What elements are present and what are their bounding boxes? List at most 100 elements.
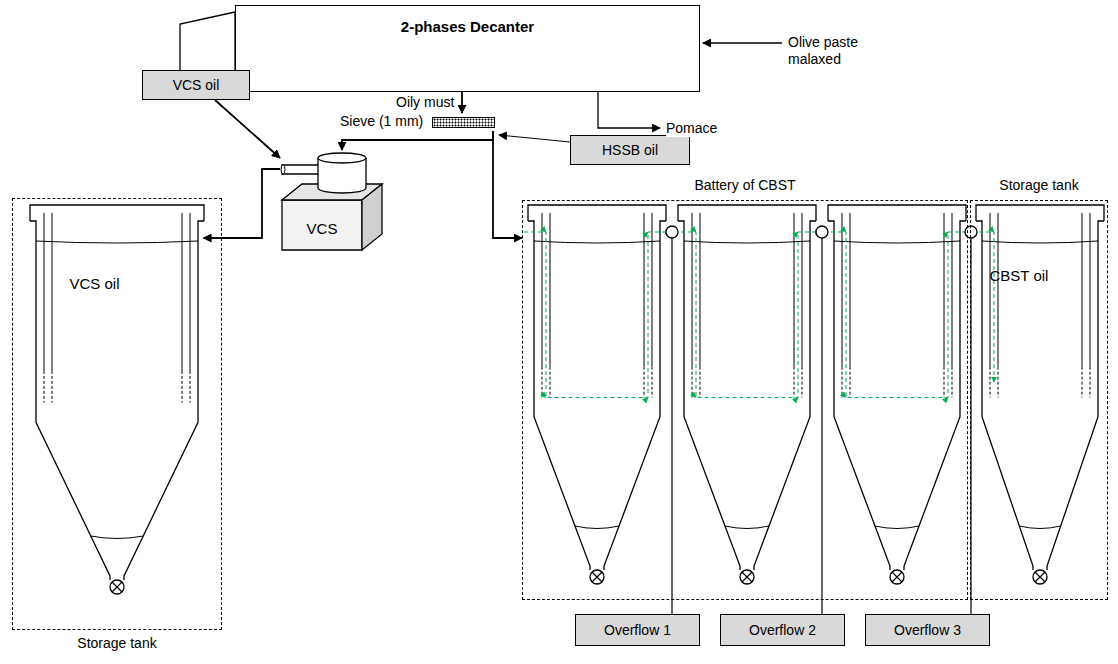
tank-pipe [52,371,53,403]
node-text: VCS oil [173,77,220,94]
node-text: Overflow 3 [894,622,961,639]
tank-pipe [794,367,795,398]
flow-path [674,232,820,398]
tank-pipe [952,367,953,398]
tank-wall [604,221,666,570]
vertical-centrifuge: VCS [280,150,390,250]
pipe-connector [493,131,522,238]
tank-wall [528,221,590,570]
tank-pipe [644,367,645,398]
machine-base [362,184,382,250]
machine-base [282,200,362,250]
node-text: 2-phases Decanter [236,18,699,36]
pomace-arrow [598,92,660,128]
tank-pipe [952,213,953,367]
tank: VCS oil [30,205,204,600]
drain-valve [890,570,904,584]
tank-pipe [998,213,999,367]
liquid-level [684,241,810,243]
node-text: Storage tank [13,635,221,652]
node-text: Battery of CBST [523,177,967,194]
liquid-level [982,241,1098,243]
tank-pipe [692,367,693,398]
node-text: Sieve (1 mm) [340,113,497,130]
tank-rim [828,205,966,221]
tank-wall [904,221,966,570]
tank-pipe [550,367,551,398]
tank-pipe [794,213,795,367]
output-label: Pomace [666,120,717,137]
sediment-level [91,536,144,539]
machine-spout [282,165,320,174]
tank-wall [1047,221,1104,570]
node-text: Overflow 1 [604,622,671,639]
tank-pipe [182,213,183,371]
storage-region: Storage tankVCS oil [12,198,222,630]
tank-pipe [644,213,645,367]
drain-valve [110,580,124,594]
tank-pipe [1082,213,1083,367]
drain-valve [892,572,902,582]
tank-pipe [700,367,701,398]
overflow-point [666,226,678,238]
drain-valve [1033,570,1047,584]
tank-pipe [190,213,191,371]
node-text: CBST oil [990,267,1118,285]
tank-pipe [990,367,991,398]
tank-pipe [44,213,45,371]
sediment-level [1019,526,1060,529]
tank-pipe [944,367,945,398]
flow-path [824,232,970,398]
tank-pipe [802,367,803,398]
tank-pipe [944,213,945,367]
flow-path [524,232,670,398]
drain-valve [112,582,122,592]
callout-box: Overflow 3 [865,614,990,646]
node-text: VCS [282,220,362,238]
drain-valve [590,570,604,584]
machine-spout [281,165,285,174]
tank-rim [678,205,816,221]
node-text: Overflow 2 [749,622,816,639]
sediment-level [725,526,769,529]
liquid-level [36,241,198,243]
edge-label: Oily must [396,94,454,111]
battery-region: Battery of CBST [522,200,968,600]
tank-pipe [842,213,843,367]
liquid-level [534,241,660,243]
tank-pipe [52,213,53,371]
tank-pipe [700,213,701,367]
tank-pipe [692,213,693,367]
machine-bowl [318,153,366,163]
callout-box: HSSB oil [570,135,690,165]
tank-pipe [998,367,999,398]
leader-line [821,238,822,614]
tank-pipe [990,213,991,367]
tank-rim [528,205,666,221]
tank-wall [754,221,816,570]
tank-rim [30,205,204,221]
tank-wall [124,221,204,580]
callout-box: VCS oil [142,70,250,100]
tank-pipe [842,367,843,398]
tank-wall [828,221,890,570]
pipe-connector [204,169,281,238]
tank-pipe [182,371,183,403]
flow-path [972,232,994,382]
drain-valve [1035,572,1045,582]
pipe-connector [215,100,280,158]
drain-valve [740,570,754,584]
sieve: Sieve (1 mm) [340,113,497,131]
node-text: VCS oil [70,275,244,293]
tank-pipe [44,371,45,403]
overflow-point [965,226,977,238]
tank-pipe [1090,213,1091,367]
tank-pipe [652,213,653,367]
feed-arrow [703,42,782,43]
tank-pipe [1090,367,1091,398]
tank-pipe [1082,367,1083,398]
leader-line [499,135,570,142]
overflow-point [816,226,828,238]
